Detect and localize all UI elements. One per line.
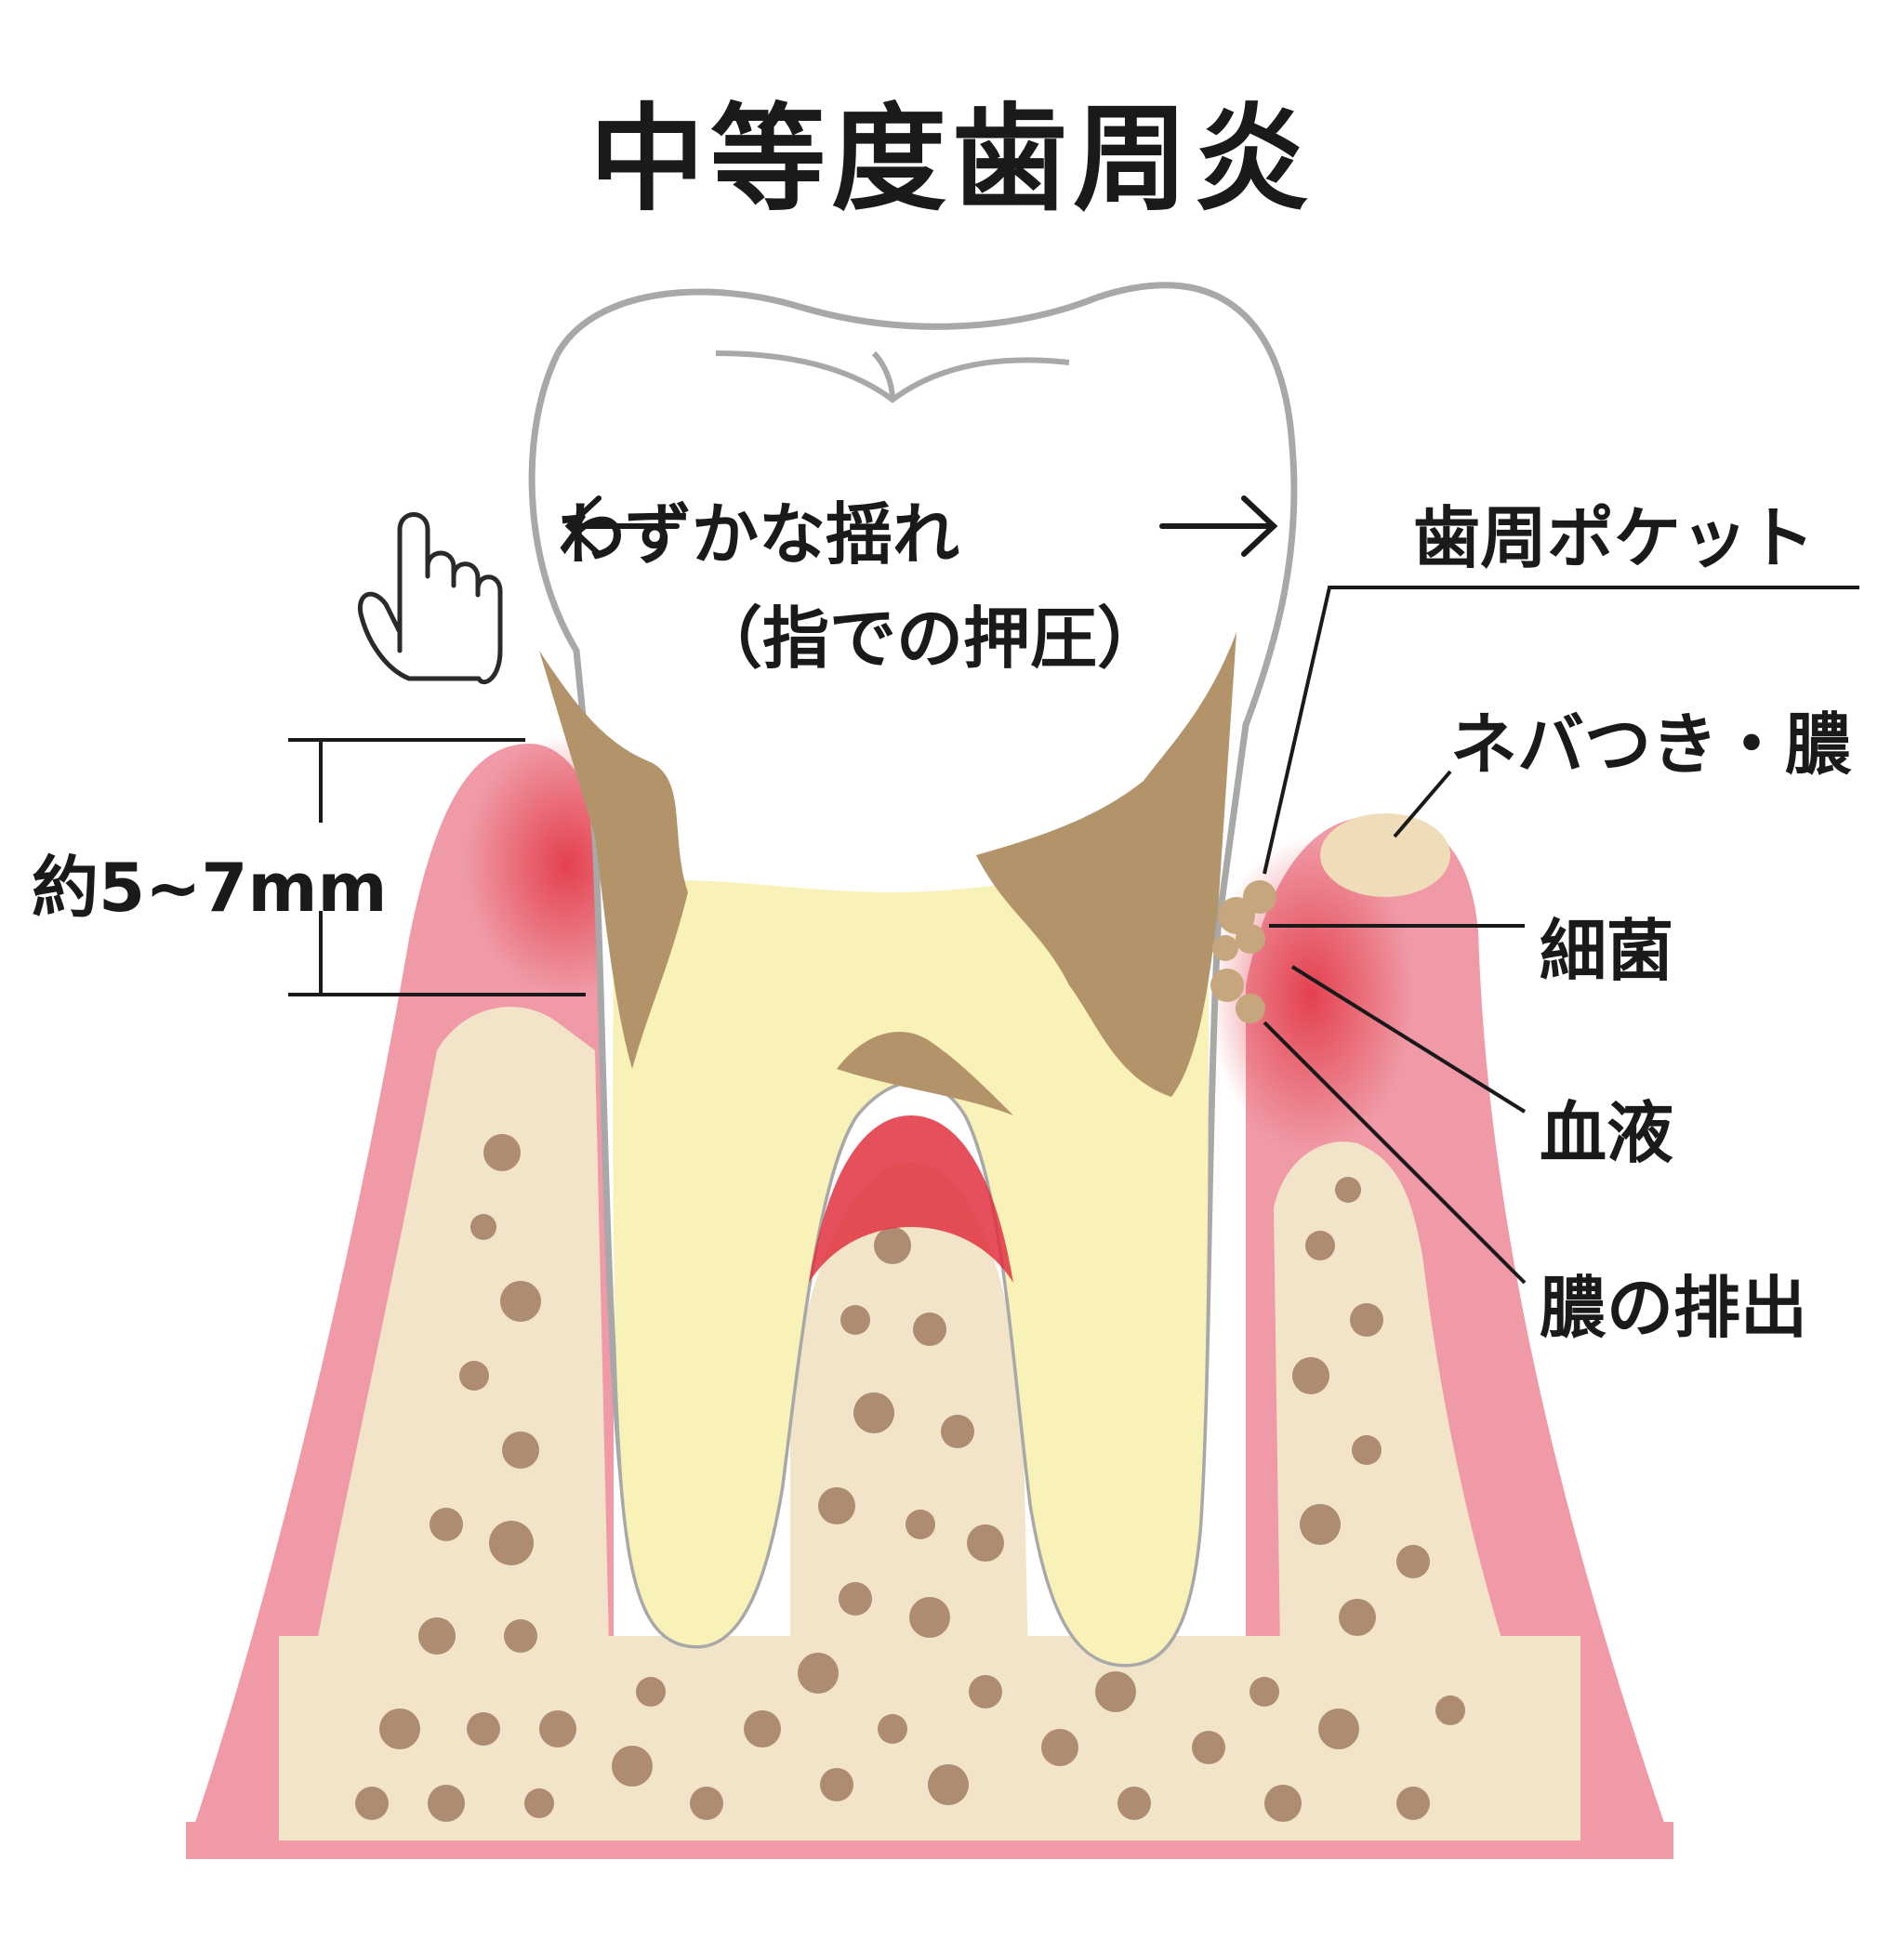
label-depth: 約5~7mm xyxy=(32,849,388,927)
tooth-root xyxy=(613,855,1209,1664)
leader-lines xyxy=(1263,586,1859,1285)
inflamed-furcation xyxy=(809,1115,1013,1283)
bacteria-cluster xyxy=(1210,880,1276,1023)
label-pus-sticky: ネバつき・膿 xyxy=(1450,706,1853,784)
pus-droplet xyxy=(1320,813,1450,897)
crown-groove xyxy=(715,350,1070,403)
bone-pores xyxy=(355,1134,1465,1822)
alveolar-bone xyxy=(279,1007,1571,1840)
right-arrow-icon xyxy=(1159,495,1278,557)
left-arrow-icon xyxy=(564,495,680,557)
depth-bracket xyxy=(288,738,586,996)
label-pus-drain: 膿の排出 xyxy=(1540,1269,1808,1347)
label-bacteria: 細菌 xyxy=(1540,912,1674,990)
inflamed-gum-right xyxy=(1209,837,1413,1153)
plaque xyxy=(539,632,1236,1115)
label-wobble: わずかな揺れ xyxy=(558,495,960,574)
label-press: （指での押圧） xyxy=(695,600,1165,678)
pointing-hand-icon xyxy=(357,512,503,685)
page-title: 中等度歯周炎 xyxy=(588,93,1315,227)
label-pocket: 歯周ポケット xyxy=(1413,499,1816,577)
label-blood: 血液 xyxy=(1540,1094,1674,1172)
